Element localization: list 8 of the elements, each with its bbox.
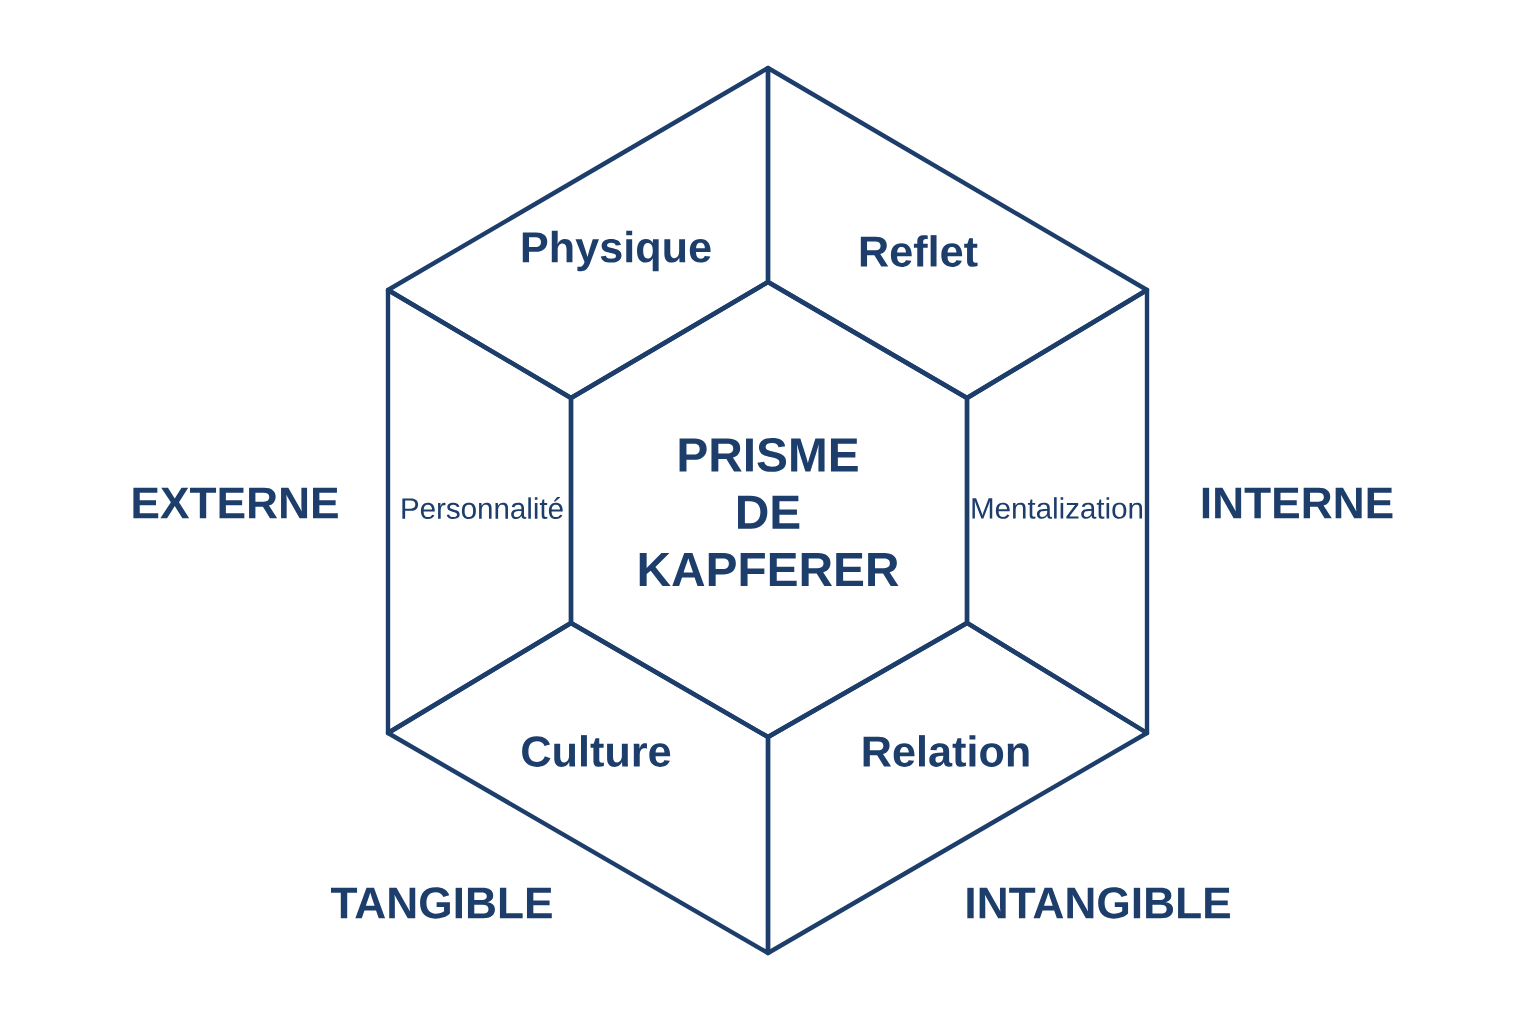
side-label: INTERNE	[1202, 487, 1393, 519]
prism-facet: Reflet	[765, 65, 1150, 401]
prism-facet: Personnalité	[385, 287, 574, 736]
side-label: INTANGIBLE	[967, 887, 1230, 919]
side-label: TANGIBLE	[331, 887, 552, 919]
side-label: EXTERNE	[133, 487, 338, 519]
prism-facet: Physique	[385, 65, 771, 401]
prism-facet: Mentalization	[964, 287, 1150, 736]
